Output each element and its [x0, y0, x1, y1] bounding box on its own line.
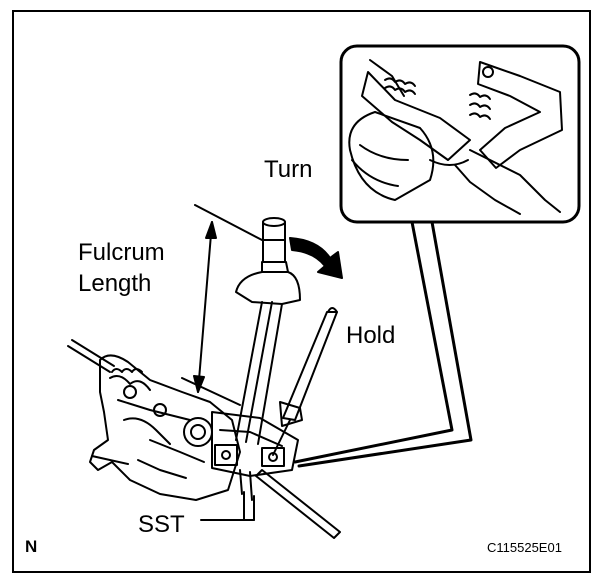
orientation-label: N: [25, 537, 38, 556]
sst-fixture: [211, 401, 303, 501]
inset-detail-view: [293, 44, 581, 468]
fulcrum-label-line1: Fulcrum: [78, 239, 165, 266]
fulcrum-label-line2: Length: [78, 270, 152, 297]
sst-leader: [200, 491, 255, 521]
sst-label: SST: [138, 511, 185, 538]
hold-label: Hold: [346, 322, 396, 349]
fulcrum-length-dimension: [181, 204, 263, 406]
steering-gear-body: [67, 339, 241, 501]
curved-arrow-icon: [289, 237, 343, 279]
turn-label: Turn: [264, 156, 313, 183]
fulcrum-length-label: Fulcrum Length: [78, 237, 165, 299]
figure-code: C115525E01: [487, 540, 562, 555]
illustration-frame: [12, 10, 591, 573]
torque-wrench: [235, 217, 301, 445]
